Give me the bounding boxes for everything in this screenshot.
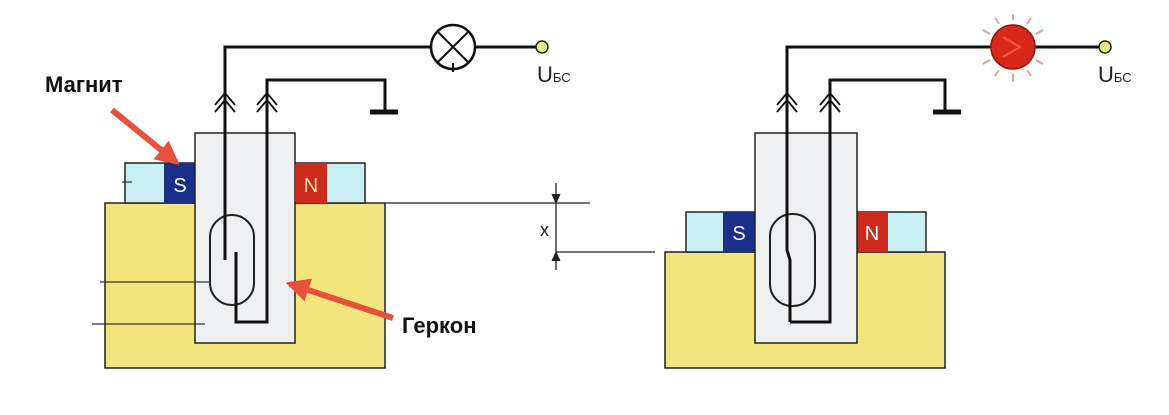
magnet-label: Магнит [45,72,123,97]
right-assembly: S N UБС [664,14,1132,369]
connector-chevrons [214,91,278,113]
pole-n-label: N [304,175,318,197]
dimension-label: x [540,220,549,240]
pole-s-label: S [173,175,186,197]
magnet-arrow [110,107,180,166]
wire-supply [223,45,537,260]
left-assembly: S N UБС [92,23,571,369]
supply-terminal [1098,40,1112,54]
lamp-on-icon [982,14,1044,82]
supply-terminal [535,40,549,54]
reed-capsule [209,214,255,306]
reed-capsule [769,213,816,307]
supply-label: UБС [537,62,571,87]
tube [754,132,858,344]
lamp-off-icon [429,23,477,72]
connector-chevrons [776,91,841,113]
pole-n [296,163,327,203]
reed-switch-arrow [285,278,394,321]
pole-n-label: N [865,223,879,245]
wire-ground [234,78,387,324]
dimension-x: x [385,183,655,270]
reed-switch-label: Геркон [402,313,476,338]
supply-label: UБС [1098,62,1132,87]
pole-n [857,212,888,252]
wire-supply [785,45,1100,322]
wire-ground [790,78,947,324]
pole-s [164,163,196,203]
pole-s-label: S [732,223,745,245]
pole-s [723,212,756,252]
tube [194,132,296,344]
